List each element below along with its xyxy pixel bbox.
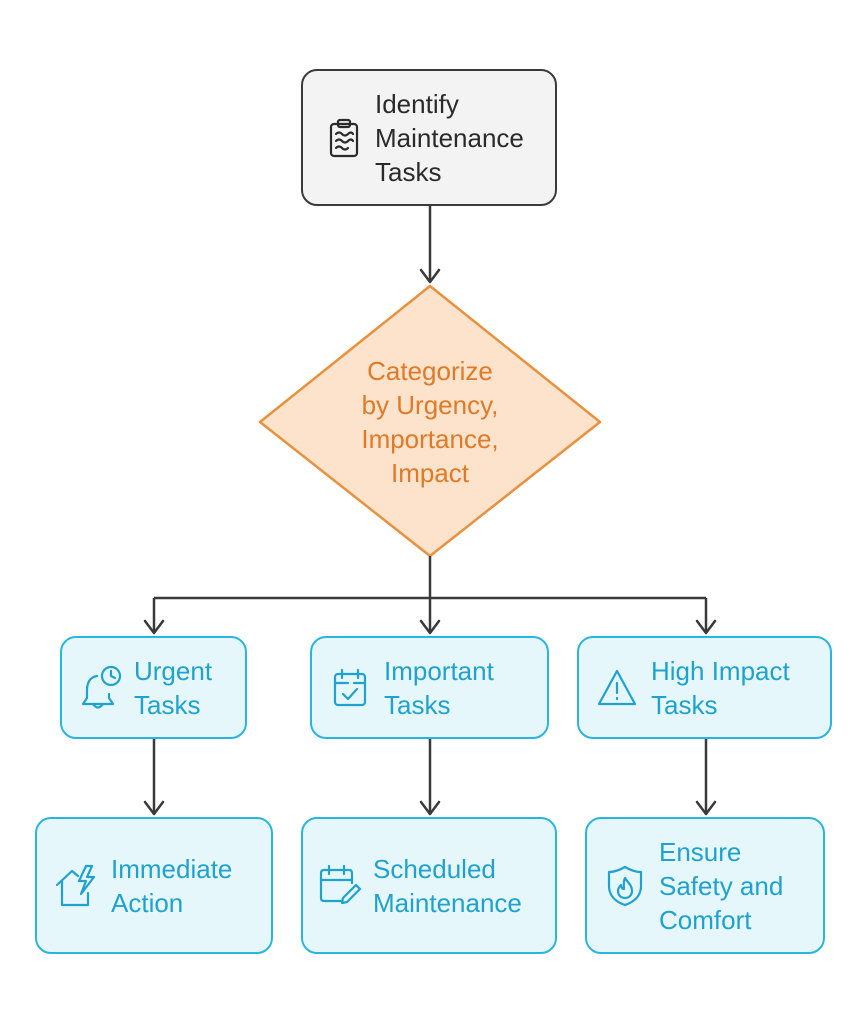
high-impact-tasks-label: High Impact Tasks: [651, 655, 790, 720]
bell-clock-icon: [80, 663, 124, 713]
important-tasks-label: Important Tasks: [384, 655, 494, 720]
high-impact-tasks-node[interactable]: High Impact Tasks: [577, 636, 832, 739]
ensure-safety-node[interactable]: Ensure Safety and Comfort: [585, 817, 825, 954]
important-tasks-node[interactable]: Important Tasks: [310, 636, 549, 739]
urgent-tasks-node[interactable]: Urgent Tasks: [60, 636, 247, 739]
scheduled-maintenance-node[interactable]: Scheduled Maintenance: [301, 817, 557, 954]
identify-tasks-node[interactable]: Identify Maintenance Tasks: [301, 69, 557, 206]
clipboard-icon: [325, 116, 363, 160]
connector-important-to-scheduled: [419, 739, 441, 816]
calendar-edit-icon: [317, 861, 363, 911]
categorize-label: Categorize by Urgency, Importance, Impac…: [361, 356, 499, 488]
immediate-action-node[interactable]: Immediate Action: [35, 817, 273, 954]
connector-identify-to-categorize: [419, 206, 441, 284]
house-lightning-icon: [53, 861, 99, 911]
scheduled-maintenance-label: Scheduled Maintenance: [373, 853, 522, 918]
identify-tasks-label: Identify Maintenance Tasks: [375, 88, 524, 187]
urgent-tasks-label: Urgent Tasks: [134, 655, 213, 720]
warning-triangle-icon: [595, 666, 639, 710]
ensure-safety-label: Ensure Safety and Comfort: [659, 836, 784, 935]
immediate-action-label: Immediate Action: [111, 853, 233, 918]
calendar-check-icon: [330, 666, 370, 710]
shield-flame-icon: [605, 863, 645, 909]
connector-urgent-to-immediate: [143, 739, 165, 816]
connector-categorize-to-branches: [143, 556, 717, 635]
connector-highimpact-to-safety: [695, 739, 717, 816]
